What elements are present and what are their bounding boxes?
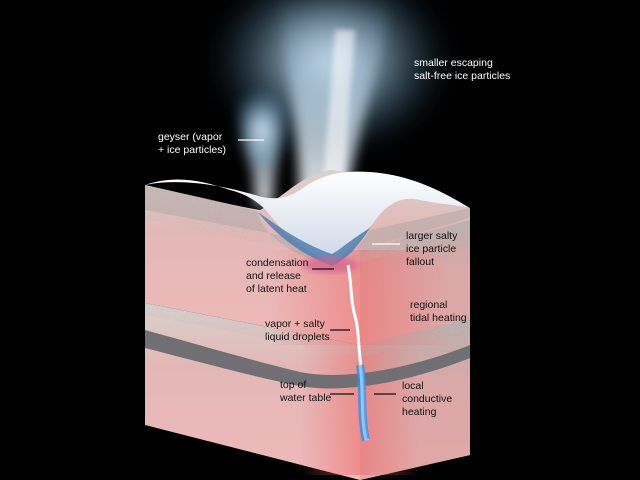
svg-text:+ ice particles): + ice particles) [158, 144, 226, 156]
fallout-line-3: fallout [406, 256, 434, 268]
conductive-line-3: heating [402, 406, 437, 418]
escaping-line-1: smaller escaping [414, 57, 493, 69]
svg-text:and release: and release [246, 270, 301, 282]
fallout-line-2: ice particle [406, 243, 456, 255]
condensation-line-1: condensation [246, 257, 309, 269]
conductive-line-1: local [402, 380, 424, 392]
svg-text:fallout: fallout [406, 256, 434, 268]
escaping-line-2: salt-free ice particles [414, 70, 510, 82]
water-table-line-1: top of [280, 379, 306, 391]
svg-text:condensation: condensation [246, 257, 309, 269]
geyser-line-1: geyser (vapor [158, 131, 223, 143]
label-geyser: geyser (vapor + ice particles) [158, 131, 264, 156]
svg-text:local: local [402, 380, 424, 392]
svg-text:larger salty: larger salty [406, 230, 458, 242]
svg-text:geyser (vapor: geyser (vapor [158, 131, 223, 143]
svg-text:smaller escaping: smaller escaping [414, 57, 493, 69]
label-tidal-heating: regional tidal heating [410, 299, 467, 324]
upper-block [145, 170, 470, 345]
water-table-line-2: water table [279, 392, 332, 404]
label-droplets: vapor + salty liquid droplets [265, 318, 350, 343]
svg-text:vapor + salty: vapor + salty [265, 318, 326, 330]
condensation-line-2: and release [246, 270, 301, 282]
label-condensation: condensation and release of latent heat [246, 257, 334, 295]
droplets-line-2: liquid droplets [265, 331, 330, 343]
svg-text:of latent heat: of latent heat [246, 283, 307, 295]
tidal-line-2: tidal heating [410, 312, 467, 324]
fracture [346, 264, 370, 441]
label-escaping-particles: smaller escaping salt-free ice particles [414, 57, 510, 82]
svg-text:conductive: conductive [402, 393, 452, 405]
svg-text:regional: regional [410, 299, 447, 311]
label-conductive-heating: local conductive heating [374, 380, 452, 418]
plume-cloud [210, 0, 450, 222]
condensation-line-3: of latent heat [246, 283, 307, 295]
label-fallout: larger salty ice particle fallout [372, 230, 458, 268]
fallout-line-1: larger salty [406, 230, 458, 242]
svg-text:liquid droplets: liquid droplets [265, 331, 330, 343]
svg-text:ice particle: ice particle [406, 243, 456, 255]
svg-text:water table: water table [279, 392, 332, 404]
droplets-line-1: vapor + salty [265, 318, 326, 330]
tidal-line-1: regional [410, 299, 447, 311]
conductive-line-2: conductive [402, 393, 452, 405]
svg-text:top of: top of [280, 379, 306, 391]
label-water-table: top of water table [279, 379, 354, 404]
svg-text:salt-free ice particles: salt-free ice particles [414, 70, 510, 82]
svg-text:heating: heating [402, 406, 437, 418]
geyser-line-2: + ice particles) [158, 144, 226, 156]
svg-text:tidal heating: tidal heating [410, 312, 467, 324]
